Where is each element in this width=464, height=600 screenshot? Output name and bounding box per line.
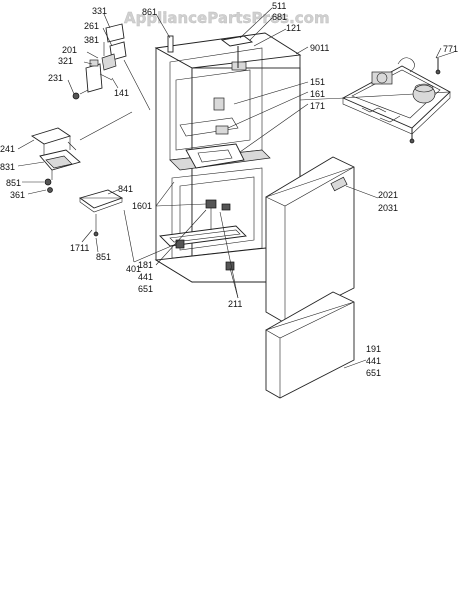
label-201: 201 — [62, 45, 77, 55]
label-331: 331 — [92, 6, 107, 16]
label-861: 861 — [142, 7, 157, 17]
label-681: 681 — [272, 12, 287, 22]
label-831: 831 — [0, 162, 15, 172]
label-261: 261 — [84, 21, 99, 31]
label-841: 841 — [118, 184, 133, 194]
label-381: 381 — [84, 35, 99, 45]
label-651-b: 651 — [366, 368, 381, 378]
label-161: 161 — [310, 89, 325, 99]
label-151: 151 — [310, 77, 325, 87]
label-361: 361 — [10, 190, 25, 200]
label-651-a: 651 — [138, 284, 153, 294]
label-1711: 1711 — [70, 243, 89, 253]
label-321: 321 — [58, 56, 73, 66]
label-181: 181 — [138, 260, 153, 270]
label-441-b: 441 — [366, 356, 381, 366]
label-9011: 9011 — [310, 43, 329, 53]
upper-door — [265, 156, 355, 324]
label-1601: 1601 — [132, 201, 152, 211]
compressor-assembly — [341, 51, 455, 144]
label-2021: 2021 — [378, 190, 398, 200]
icemaker-bracket — [30, 127, 81, 193]
control-parts — [72, 23, 127, 100]
label-2031: 2031 — [378, 203, 398, 213]
label-211: 211 — [228, 299, 242, 309]
label-851-b: 851 — [96, 252, 111, 262]
label-191: 191 — [366, 344, 381, 354]
part-labels: 331 261 381 201 321 231 141 861 511 681 … — [0, 1, 458, 378]
label-171: 171 — [310, 101, 325, 111]
lower-drawer — [265, 291, 355, 399]
leader-lines — [17, 7, 442, 369]
watermark: AppliancePartsPros.com — [124, 9, 330, 27]
label-851-a: 851 — [6, 178, 21, 188]
label-401: 401 — [126, 264, 141, 274]
label-511: 511 — [272, 1, 286, 11]
shelf-bracket — [78, 189, 124, 237]
label-141: 141 — [114, 88, 129, 98]
label-231: 231 — [48, 73, 63, 83]
label-771: 771 — [443, 44, 458, 54]
label-241: 241 — [0, 144, 15, 154]
label-121: 121 — [286, 23, 301, 33]
label-441-a: 441 — [138, 272, 153, 282]
